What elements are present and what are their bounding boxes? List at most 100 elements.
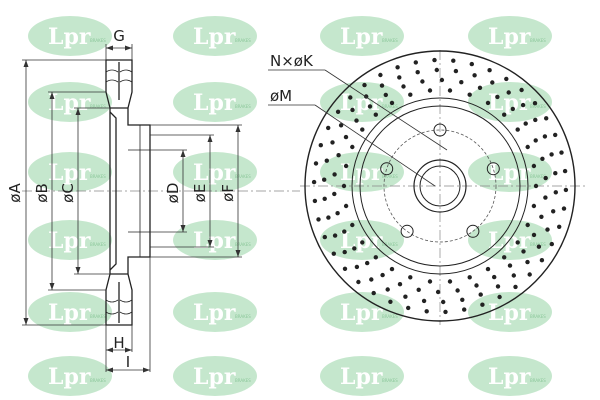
drilled-hole	[421, 298, 427, 304]
drilled-hole	[371, 290, 376, 296]
drilled-hole	[408, 92, 413, 97]
dim-label-g: G	[113, 27, 125, 45]
drilled-hole	[531, 232, 537, 238]
watermark-logo	[28, 292, 112, 332]
drilled-hole	[559, 150, 564, 155]
drilled-hole	[474, 283, 479, 288]
drilled-hole	[553, 171, 558, 176]
drilled-hole	[513, 284, 518, 290]
drilled-hole	[350, 107, 355, 113]
drilled-hole	[380, 272, 385, 278]
drilled-hole	[519, 87, 524, 93]
drilled-hole	[492, 274, 497, 280]
drilled-hole	[540, 156, 545, 161]
drilled-hole	[401, 84, 406, 89]
drilled-hole	[397, 75, 402, 80]
hat-inner-wall	[109, 111, 117, 271]
drilled-hole	[356, 279, 361, 285]
dim-label-f: øF	[219, 184, 237, 202]
vent-slots-top	[105, 69, 133, 83]
drilled-hole	[539, 214, 544, 219]
watermark-logo	[320, 356, 404, 396]
drilled-hole	[311, 179, 317, 185]
drilled-hole	[322, 196, 327, 201]
drilled-hole	[551, 209, 556, 214]
drilled-hole	[435, 289, 441, 295]
drilled-hole	[510, 106, 515, 112]
drilled-hole	[322, 177, 327, 182]
drilled-hole	[460, 297, 465, 302]
drilled-hole	[332, 191, 337, 197]
side-view	[22, 59, 300, 326]
drilled-hole	[495, 94, 500, 100]
drilled-hole	[395, 65, 400, 70]
drilled-hole	[350, 222, 355, 228]
drilled-hole	[408, 275, 413, 280]
watermark-logo	[173, 82, 257, 122]
drilled-hole	[367, 104, 373, 109]
drilled-hole	[455, 288, 460, 293]
drilled-hole	[343, 163, 349, 169]
bolt-holes	[380, 123, 500, 238]
dim-label-b: øB	[33, 183, 51, 202]
drilled-hole	[373, 255, 378, 260]
drilled-hole	[531, 163, 537, 169]
drilled-hole	[343, 134, 349, 140]
watermark-logo	[173, 16, 257, 56]
drilled-hole	[434, 67, 439, 73]
drilled-hole	[332, 233, 338, 238]
drilled-hole	[531, 203, 537, 209]
watermark-logo	[173, 292, 257, 332]
front-annotations	[268, 69, 448, 187]
drilled-hole	[511, 273, 516, 278]
drilled-hole	[502, 255, 507, 260]
drilled-hole	[485, 266, 491, 272]
drilled-hole	[413, 60, 418, 65]
drilled-hole	[332, 172, 337, 177]
drilled-hole	[525, 144, 530, 150]
dim-label-c: øC	[59, 183, 77, 203]
center-bore-inner	[419, 165, 461, 207]
drilled-hole	[532, 101, 538, 106]
drilled-hole	[362, 82, 367, 88]
drilled-hole	[533, 117, 538, 123]
drilled-hole	[335, 109, 341, 115]
vent-slots-bottom	[105, 299, 133, 315]
watermark-logo	[173, 220, 257, 260]
drilled-hole	[350, 144, 355, 150]
drilled-hole	[373, 112, 378, 117]
watermark-logo	[28, 16, 112, 56]
drilled-hole	[331, 251, 336, 256]
drilled-hole	[515, 240, 520, 245]
bolt-hole	[380, 162, 394, 176]
drilled-hole	[342, 266, 348, 271]
drilled-hole	[545, 227, 550, 232]
drilled-hole	[562, 168, 568, 174]
drilled-hole	[388, 299, 393, 304]
drilled-hole	[447, 88, 453, 93]
dim-label-i: I	[126, 353, 130, 371]
drilled-hole	[523, 121, 528, 126]
drilled-hole	[335, 211, 340, 216]
drilled-hole	[427, 88, 433, 93]
drilled-holes	[311, 57, 569, 315]
drilled-hole	[403, 294, 408, 299]
watermark-logo	[173, 356, 257, 396]
drilled-hole	[324, 158, 329, 163]
drilled-hole	[354, 264, 360, 270]
drilled-hole	[385, 287, 390, 292]
drilled-hole	[439, 77, 445, 83]
drilled-hole	[527, 272, 532, 277]
drilled-hole	[389, 266, 395, 272]
drilled-hole	[462, 307, 467, 312]
drilled-hole	[406, 305, 411, 311]
drilled-hole	[379, 83, 385, 88]
drilled-hole	[443, 309, 448, 315]
watermark-logo	[28, 356, 112, 396]
drilled-hole	[480, 302, 485, 307]
drilled-hole	[342, 249, 347, 255]
disc-outer-edge	[304, 50, 576, 322]
drilled-hole	[336, 153, 341, 158]
drilled-hole	[504, 76, 509, 82]
drilled-hole	[533, 183, 539, 189]
